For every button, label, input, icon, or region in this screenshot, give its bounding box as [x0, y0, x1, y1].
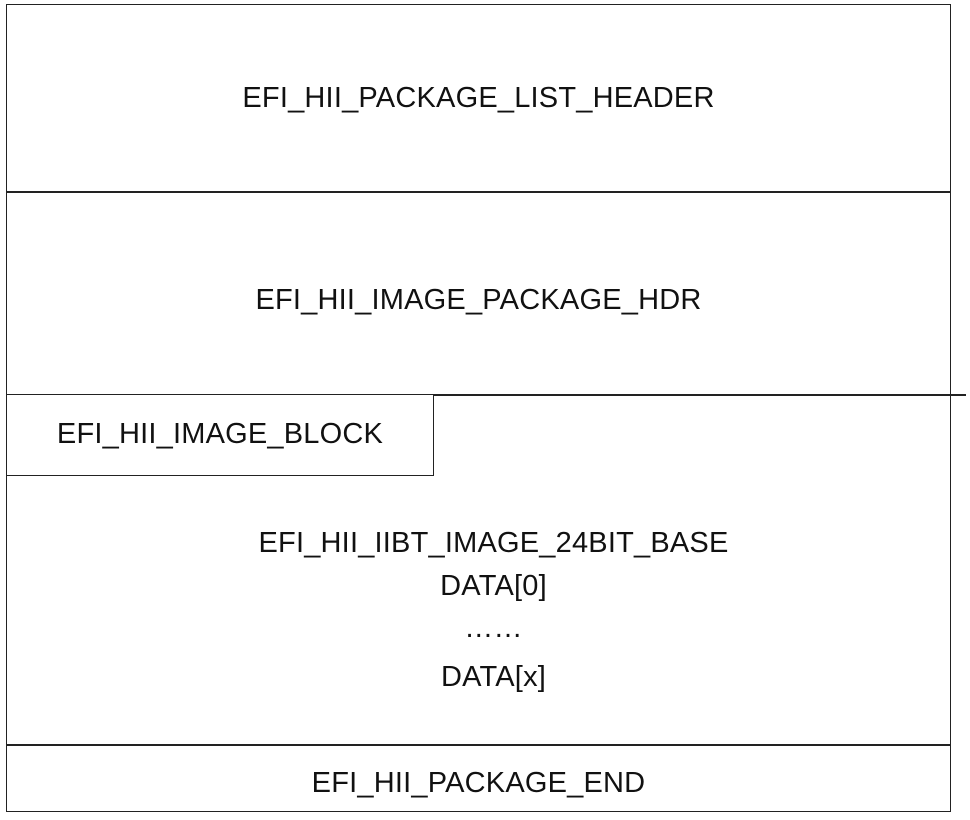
divider-image-package	[6, 394, 966, 396]
data-first-label: DATA[0]	[440, 570, 547, 602]
divider-package-end	[6, 744, 951, 746]
image-24bit-base-label: EFI_HII_IIBT_IMAGE_24BIT_BASE	[258, 527, 729, 559]
image-package-hdr-label: EFI_HII_IMAGE_PACKAGE_HDR	[255, 284, 702, 316]
package-end-label: EFI_HII_PACKAGE_END	[311, 767, 646, 799]
image-block-box	[6, 394, 434, 476]
divider-header	[6, 191, 951, 193]
package-list-header-label: EFI_HII_PACKAGE_LIST_HEADER	[242, 82, 715, 114]
ellipsis-label: ……	[464, 612, 523, 644]
data-last-label: DATA[x]	[440, 661, 547, 693]
image-block-label: EFI_HII_IMAGE_BLOCK	[56, 418, 384, 450]
